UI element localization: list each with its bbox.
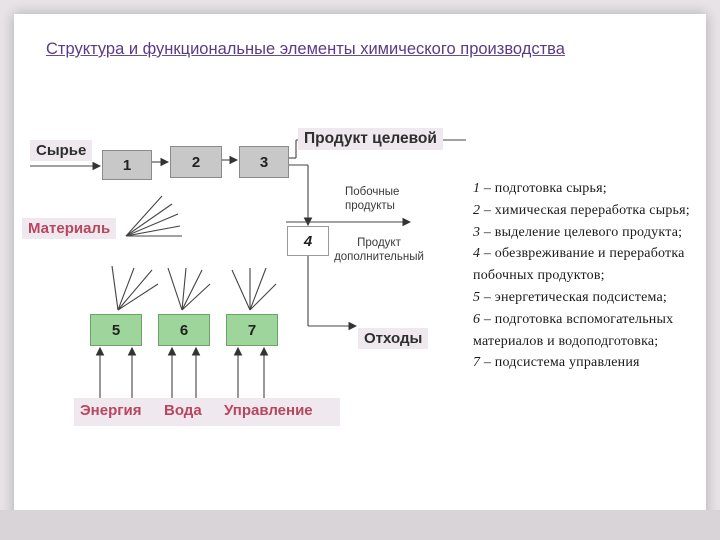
legend-num: 6: [473, 311, 481, 327]
legend-num: 5: [473, 289, 481, 305]
legend-item-7: 7 – подсистема управления: [473, 352, 705, 374]
legend-text: – энергетическая подсистема;: [480, 289, 667, 305]
legend: 1 – подготовка сырья; 2 – химическая пер…: [473, 178, 705, 374]
legend-item-1: 1 – подготовка сырья;: [473, 178, 705, 200]
material-line-1: [125, 195, 163, 237]
label-waste: Отходы: [358, 328, 429, 349]
legend-num: 3: [473, 224, 481, 240]
label-material: Материаль: [22, 218, 117, 239]
stage-number-3: 3: [259, 153, 269, 171]
legend-text: – подготовка вспомогательных материалов …: [473, 311, 674, 349]
stage-box-6: 6: [158, 314, 210, 346]
stage-number-5: 5: [111, 321, 121, 339]
legend-text: – выделение целевого продукта;: [480, 224, 683, 240]
slide-background: [14, 14, 706, 522]
footer-band: [0, 510, 720, 540]
fan5-line-1: [111, 265, 119, 311]
stage-number-4: 4: [303, 232, 313, 250]
legend-item-4: 4 – обезвреживание и переработка побочны…: [473, 243, 705, 287]
stage-box-2: 2: [170, 146, 222, 178]
slide-title: Структура и функциональные элементы хими…: [46, 40, 565, 58]
stage-number-7: 7: [247, 321, 257, 339]
fan6-line-4: [181, 283, 211, 311]
stage-box-4: 4: [287, 226, 329, 256]
legend-item-6: 6 – подготовка вспомогательных материало…: [473, 309, 705, 353]
label-raw-material: Сырье: [30, 140, 93, 161]
legend-num: 7: [473, 355, 481, 371]
fan5-line-2: [117, 267, 135, 311]
material-line-2: [125, 203, 173, 237]
fan7-line-1: [231, 269, 251, 311]
stage-box-3: 3: [239, 146, 289, 178]
stage-number-6: 6: [179, 321, 189, 339]
label-water: Вода: [164, 402, 202, 419]
label-target-product: Продукт целевой: [298, 128, 443, 150]
legend-text: – обезвреживание и переработка побочных …: [473, 246, 685, 284]
legend-num: 2: [473, 202, 481, 218]
legend-item-2: 2 – химическая переработка сырья;: [473, 200, 705, 222]
material-line-3: [125, 213, 179, 237]
stage-box-5: 5: [90, 314, 142, 346]
material-line-4: [125, 225, 181, 237]
legend-text: – подготовка сырья;: [480, 181, 607, 196]
stage-number-2: 2: [191, 153, 201, 171]
fan6-line-3: [181, 269, 203, 311]
fan5-line-4: [117, 283, 159, 311]
fan7-line-4: [249, 283, 277, 311]
legend-num: 1: [473, 181, 481, 196]
legend-item-5: 5 – энергетическая подсистема;: [473, 287, 705, 309]
legend-text: – подсистема управления: [480, 355, 640, 371]
stage-box-1: 1: [102, 150, 152, 180]
legend-text: – химическая переработка сырья;: [480, 202, 690, 218]
fan5-line-3: [117, 269, 153, 311]
fan6-line-1: [167, 267, 183, 311]
label-energy: Энергия: [80, 402, 142, 419]
fan7-line-3: [249, 267, 267, 311]
label-control: Управление: [224, 402, 313, 419]
label-byproducts: Побочные продукты: [345, 186, 400, 212]
utilities-bar: [74, 398, 340, 426]
fan6-line-2: [181, 267, 187, 311]
label-additional-product: Продукт дополнительный: [334, 237, 424, 263]
stage-box-7: 7: [226, 314, 278, 346]
legend-num: 4: [473, 246, 481, 262]
stage-number-1: 1: [122, 156, 132, 174]
legend-item-3: 3 – выделение целевого продукта;: [473, 222, 705, 244]
